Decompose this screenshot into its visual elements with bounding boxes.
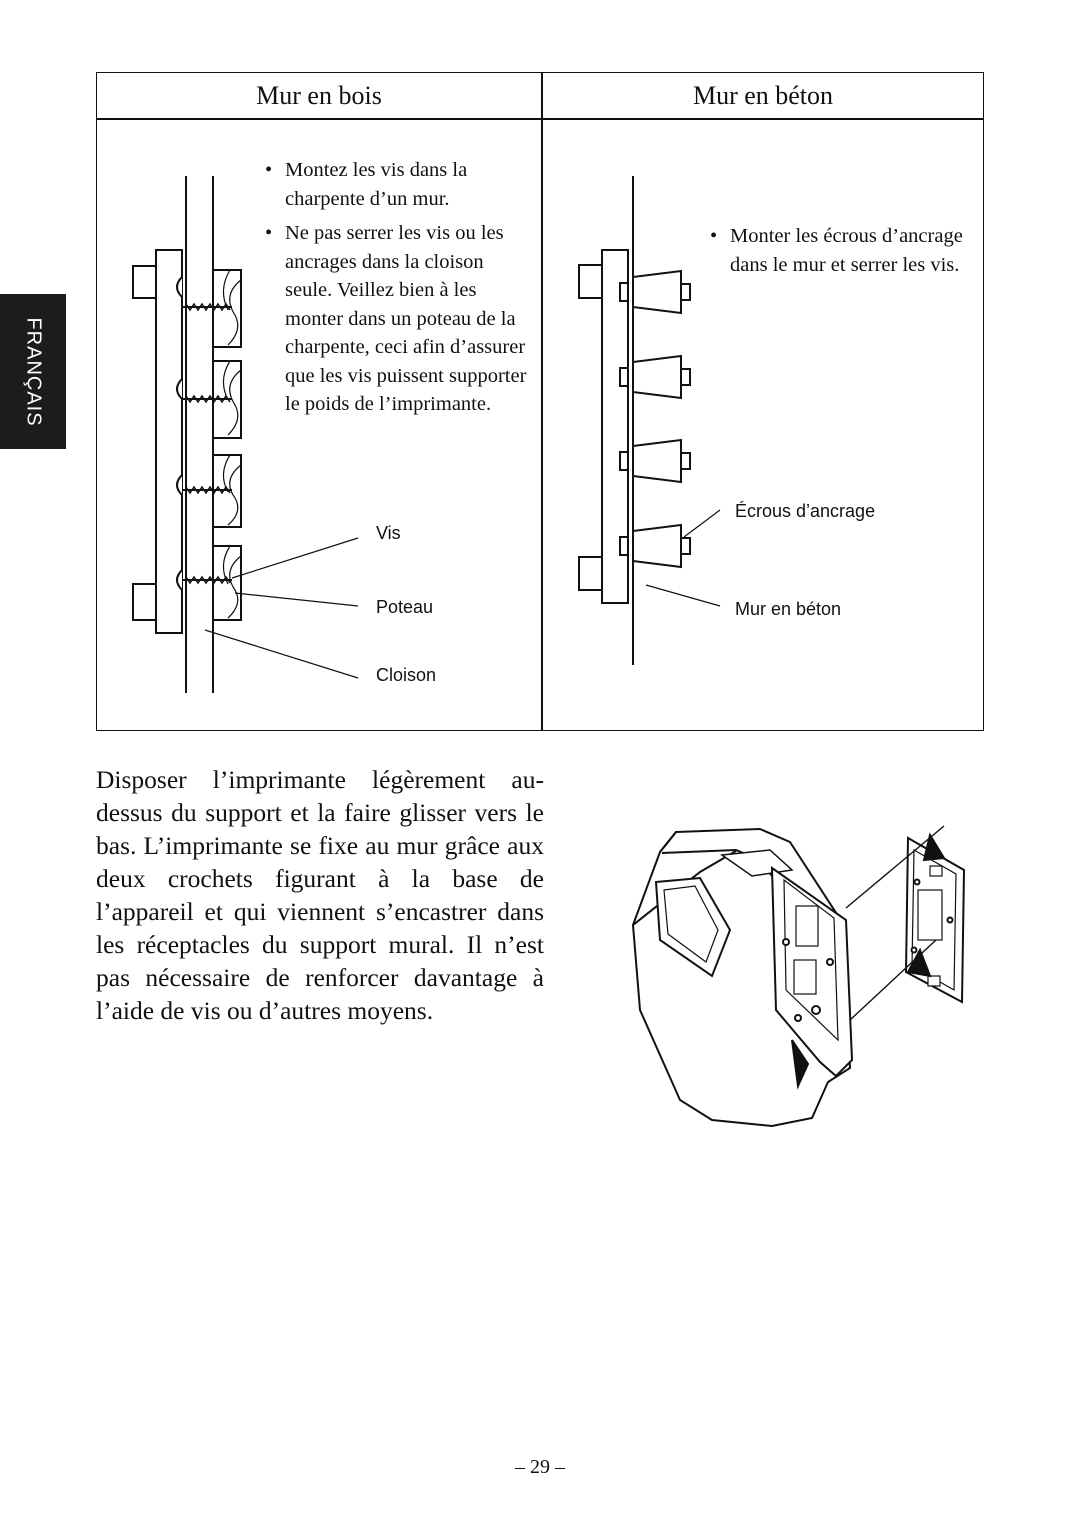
header-divider [97,118,983,120]
language-tab-label: FRANÇAIS [22,316,45,427]
wood-wall-instructions: Montez les vis dans la charpente d’un mu… [265,156,535,419]
wood-bullet: Ne pas serrer les vis ou les ancrages da… [265,219,535,419]
callout-partition: Cloison [376,665,437,685]
concrete-wall-instructions: Monter les écrous d’ancrage dans le mur … [710,222,970,279]
mounting-table: Mur en bois Mur en béton [96,72,984,731]
language-tab: FRANÇAIS [0,294,66,449]
wood-bullet: Montez les vis dans la charpente d’un mu… [265,156,535,213]
concrete-wall-title: Mur en béton [692,81,834,110]
page-number: – 29 – [515,1456,565,1478]
concrete-bullet: Monter les écrous d’ancrage dans le mur … [710,222,970,279]
column-divider [541,73,543,730]
callout-concrete-wall: Mur en béton [735,599,842,619]
callout-post: Poteau [376,597,434,617]
mounting-paragraph: Disposer l’imprimante légèrement au-dess… [96,765,544,1025]
callout-anchor-nuts: Écrous d’ancrage [735,501,876,521]
printer-illustration [631,825,966,1128]
wood-wall-title: Mur en bois [256,81,382,110]
callout-screw: Vis [376,523,401,543]
